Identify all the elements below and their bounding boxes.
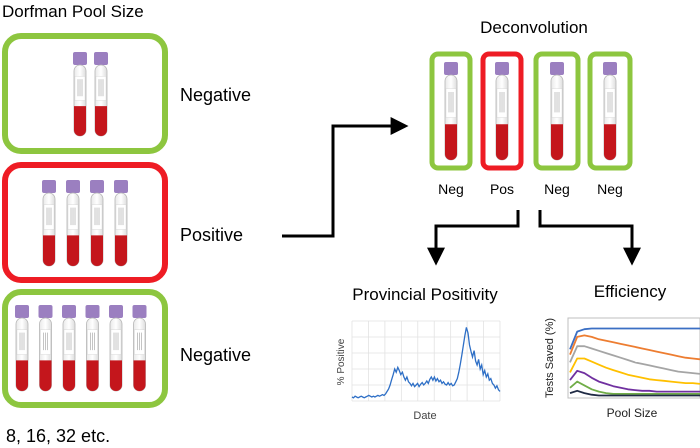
sample-tube: [42, 180, 56, 267]
deconvolution-label: Pos: [490, 181, 514, 197]
efficiency-line: [569, 357, 700, 385]
tube-cap: [114, 180, 128, 193]
tube-cap: [15, 305, 29, 318]
tube-cap: [90, 180, 104, 193]
deconvolution-box: [533, 51, 581, 171]
tube-blood: [91, 235, 103, 266]
tube-blood: [67, 235, 79, 266]
sample-tube: [94, 52, 108, 137]
sample-tube: [550, 62, 564, 161]
sample-tube: [444, 62, 458, 161]
tube-blood: [63, 360, 75, 391]
pool-tubes: [73, 52, 108, 137]
efficiency-ylabel: Tests Saved (%): [544, 318, 556, 398]
positivity-title: Provincial Positivity: [352, 285, 498, 304]
positivity-line: [351, 327, 501, 399]
tube-cap: [73, 52, 87, 65]
deconvolution-tube-set: [444, 62, 617, 161]
tube-blood: [115, 235, 127, 266]
sample-tube: [90, 180, 104, 267]
efficiency-line: [569, 327, 700, 350]
pool-size-footnote: 8, 16, 32 etc.: [6, 426, 110, 446]
tube-blood: [86, 360, 99, 392]
sample-tube: [603, 62, 617, 161]
efficiency-chart: Tests Saved (%) Pool Size: [544, 317, 700, 420]
positivity-series: [351, 327, 501, 399]
tube-blood: [133, 360, 146, 392]
sample-tube: [66, 180, 80, 267]
deconvolution-box: [429, 51, 473, 171]
tube-blood: [604, 124, 616, 160]
pool-label: Negative: [180, 85, 251, 105]
tube-blood: [74, 106, 86, 136]
efficiency-line: [569, 389, 700, 397]
sample-tube: [85, 305, 100, 392]
deconvolution-title: Deconvolution: [480, 18, 588, 37]
tube-blood: [95, 106, 107, 136]
pool-tubes: [42, 180, 128, 267]
sample-tube: [495, 62, 509, 161]
efficiency-xlabel: Pool Size: [607, 406, 658, 420]
sample-tube: [132, 305, 147, 392]
deconvolution-label: Neg: [544, 181, 570, 197]
pool-box: [2, 289, 168, 408]
tube-cap: [603, 62, 617, 75]
deconvolution-label: Neg: [438, 181, 464, 197]
pool-tubes: [15, 305, 147, 392]
efficiency-line: [569, 369, 700, 393]
tube-cap: [66, 180, 80, 193]
sample-tube: [109, 305, 123, 392]
tube-cap: [62, 305, 76, 318]
efficiency-line: [569, 345, 700, 375]
tube-blood: [551, 124, 563, 160]
efficiency-series: [569, 327, 700, 397]
tube-blood: [16, 360, 28, 391]
sample-tube: [15, 305, 29, 392]
efficiency-line: [569, 334, 700, 361]
efficiency-plot-area: [567, 317, 700, 399]
efficiency-title: Efficiency: [594, 282, 667, 301]
to-efficiency-arrow: [538, 210, 641, 266]
tube-cap: [38, 305, 53, 318]
tube-cap: [94, 52, 108, 65]
pool-label: Positive: [180, 225, 243, 245]
to-positivity-arrow: [427, 210, 520, 266]
deconvolution-label: Neg: [597, 181, 623, 197]
positivity-chart: % Positive Date: [336, 320, 501, 422]
tube-cap: [109, 305, 123, 318]
pool-box: [2, 33, 168, 154]
tube-blood: [110, 360, 122, 391]
tube-cap: [550, 62, 564, 75]
tube-blood: [39, 360, 52, 392]
tube-blood: [43, 235, 55, 266]
pool-label: Negative: [180, 345, 251, 365]
efficiency-line: [569, 380, 700, 395]
tube-blood: [496, 124, 508, 160]
tube-blood: [445, 124, 457, 160]
tube-cap: [444, 62, 458, 75]
tube-cap: [132, 305, 147, 318]
deconvolution-box: [587, 51, 633, 171]
sample-tube: [73, 52, 87, 137]
pool-box: [2, 162, 168, 283]
sample-tube: [62, 305, 76, 392]
tube-cap: [495, 62, 509, 75]
positivity-ylabel: % Positive: [336, 338, 347, 385]
tube-cap: [42, 180, 56, 193]
positive-to-deconvolution-arrow: [282, 117, 409, 238]
positivity-xlabel: Date: [413, 410, 436, 422]
sample-tube: [38, 305, 53, 392]
positivity-grid: [351, 320, 501, 402]
deconvolution-tubes: Neg Pos Neg Neg: [429, 51, 633, 197]
deconvolution-box: [480, 51, 524, 171]
diagram-title: Dorfman Pool Size: [2, 2, 144, 21]
pools-column: Negative Positive Negative: [2, 33, 251, 408]
tube-cap: [85, 305, 100, 318]
sample-tube: [114, 180, 128, 267]
